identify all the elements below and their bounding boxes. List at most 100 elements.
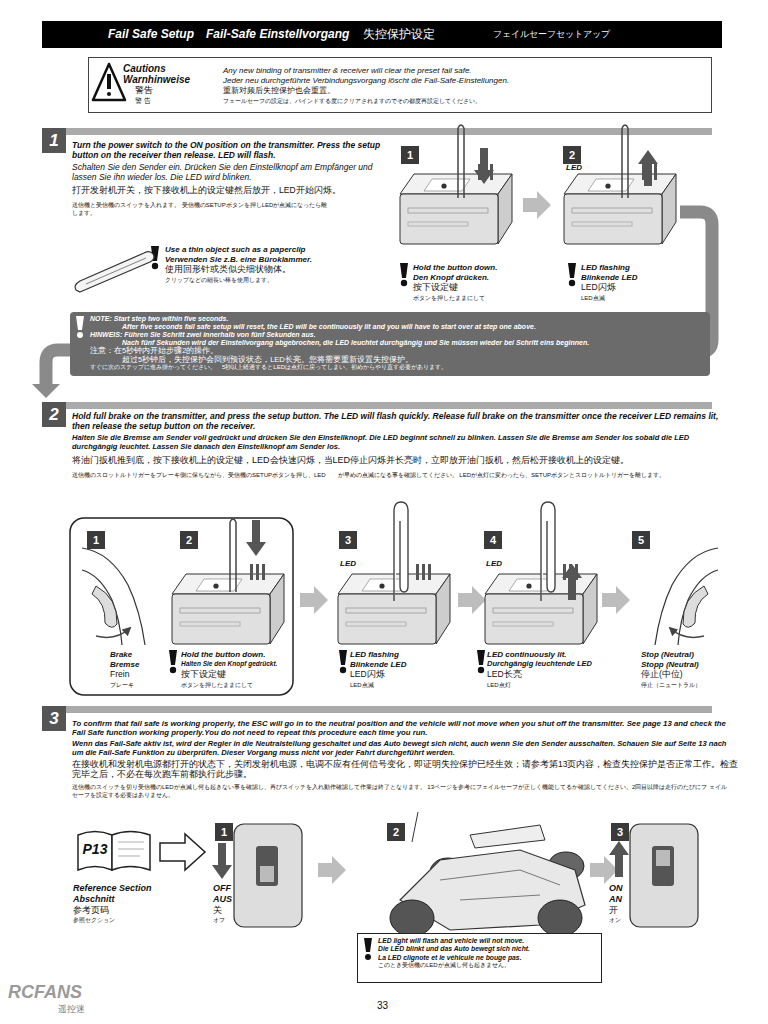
node-text: 1 <box>407 149 413 162</box>
instruction-text: 送信機のスイッチを切り受信機のLEDが点滅し何も起きない事を確認し、再びスイッチ… <box>72 784 732 799</box>
node-text: Warnhinweise <box>123 74 190 86</box>
warning-icon <box>75 316 85 340</box>
instruction-text: 送信機のスロットルトリガーをブレーキ側に保ちながら、受信機のSETUPボタンを押… <box>72 472 712 480</box>
illustration-part <box>107 74 111 89</box>
label-text: Reference Section <box>73 883 152 893</box>
instruction-text: To confirm that fail safe is working pro… <box>72 720 732 738</box>
node-text: 2 <box>186 534 192 547</box>
instruction-text: Wenn das Fail-Safe aktiv ist, wird der R… <box>72 740 732 757</box>
node-text: Jeder neu durchgeführte Verbindungsvorga… <box>223 76 509 85</box>
illustration-part <box>470 825 545 848</box>
instruction-text: Schalten Sie den Sender ein. Drücken Sie… <box>72 163 382 183</box>
node-text: 2 <box>49 405 58 425</box>
callout-number: 5 <box>632 531 650 549</box>
instruction-text: 打开发射机开关，按下接收机上的设定键然后放开，LED开始闪烁。 <box>72 186 402 196</box>
callout-box: LED light will flash and vehicle will no… <box>357 933 602 983</box>
callout-number: 3 <box>339 531 357 549</box>
node-text: フェイルセーフセットアップ <box>493 29 610 39</box>
warning-icon <box>363 938 373 962</box>
node-text: 1 <box>93 534 99 547</box>
label-text: LED <box>566 163 582 172</box>
callout-number: 2 <box>563 146 581 164</box>
illustration-part <box>256 846 278 886</box>
label-text: Den Knopf drücken. <box>413 273 489 282</box>
node-text: 重新对频后失控保护也会重置。 <box>223 86 335 95</box>
illustration-part <box>70 518 293 695</box>
illustration-part <box>107 92 111 96</box>
label-text: OFF <box>213 883 231 893</box>
label-text: LED闪烁 <box>350 670 385 680</box>
illustration-part <box>78 832 112 871</box>
callout-number: 2 <box>387 823 405 841</box>
illustration-part <box>638 150 658 186</box>
illustration-part <box>394 502 408 601</box>
illustration-part <box>538 900 582 936</box>
node-text: 2 <box>393 826 399 839</box>
label-text: Verwenden Sie z.B. eine Büroklammer. <box>165 255 312 264</box>
label-text: LED flashing <box>350 650 399 659</box>
label-text: AUS <box>213 894 232 904</box>
node-text: 5 <box>638 534 644 547</box>
illustration-part <box>400 164 512 244</box>
label-text: AN <box>609 894 622 904</box>
node-text: Fail-Safe Einstellvorgang <box>206 28 349 42</box>
node-text: 1 <box>49 131 58 151</box>
callout-number: 3 <box>611 823 629 841</box>
label-text: ブレーキ <box>110 682 134 690</box>
label-text: LED长亮 <box>487 670 522 680</box>
illustration-part <box>172 564 284 644</box>
illustration-part <box>564 164 676 244</box>
note-band: NOTE: Start step two within five seconds… <box>70 312 710 376</box>
node-text: After five seconds fail safe setup will … <box>122 323 702 331</box>
illustration-part <box>440 870 560 900</box>
node-text: 警告 <box>135 85 153 95</box>
illustration-part <box>655 548 718 645</box>
label-text: RCFANS <box>8 982 82 1003</box>
label-text: 停止(中位) <box>641 670 683 680</box>
label-text: Frein <box>110 670 129 680</box>
label-text: 参考页码 <box>73 905 109 915</box>
node-text: 超过5秒钟后，失控保护会回到预设状态，LED长亮。您将需要重新设置失控保护。 <box>122 356 702 365</box>
node-text: 注意：在5秒钟内开始步骤2的操作。 <box>90 347 702 356</box>
node-text: LED light will flash and vehicle will no… <box>378 937 596 945</box>
illustration-part <box>32 384 60 398</box>
illustration-part <box>477 650 485 673</box>
illustration-part <box>66 128 712 135</box>
warning-icon <box>76 316 84 330</box>
warning-icon <box>77 332 83 338</box>
label-text: 关 <box>213 905 222 915</box>
instruction-text: 送信機と受信機のスイッチを入れます。 受信機のSETUPボタンを押しLEDが点滅… <box>72 202 332 217</box>
label-text: Use a thin object such as a paperclip <box>165 245 306 254</box>
label-text: LED flashing <box>581 263 630 272</box>
illustration-part <box>622 125 628 198</box>
label-text: LED <box>340 559 356 568</box>
illustration-part <box>400 263 408 286</box>
illustration-part <box>523 191 551 219</box>
callout-number: 2 <box>180 531 198 549</box>
node-text: 4 <box>490 534 496 547</box>
node-text: すぐに次のステップに進み掛かってください。 5秒以上経過するとLEDは点灯に戻っ… <box>90 364 702 372</box>
label-text: ON <box>609 883 623 893</box>
illustration-part <box>118 842 144 856</box>
node-text: Any new binding of transmitter & receive… <box>223 66 472 75</box>
illustration-part <box>66 402 712 409</box>
warning-icon <box>364 938 372 952</box>
label-text: ボタンを押したままにして <box>181 682 253 690</box>
label-text: Halten Sie den Knopf gedrückt. <box>181 660 277 668</box>
label-text: Hold the button down. <box>181 650 265 659</box>
illustration-part <box>655 548 718 645</box>
node-text: Nach fünf Sekunden wird der Einstellvorg… <box>122 339 702 347</box>
illustration-part <box>234 824 302 927</box>
illustration-part <box>630 824 698 927</box>
illustration-part <box>412 812 418 842</box>
step-number: 1 <box>42 128 66 153</box>
node-text: 1 <box>221 826 227 839</box>
illustration-part <box>609 841 629 877</box>
illustration-part <box>568 263 576 286</box>
label-text: 开 <box>609 905 618 915</box>
instruction-text: Halten Sie die Bremse am Sender voll ged… <box>72 434 722 451</box>
node-text: 3 <box>345 534 351 547</box>
callout-number: 4 <box>484 531 502 549</box>
node-text: La LED clignote et le véhicule ne bouge … <box>378 954 596 962</box>
step-number: 2 <box>42 402 66 427</box>
